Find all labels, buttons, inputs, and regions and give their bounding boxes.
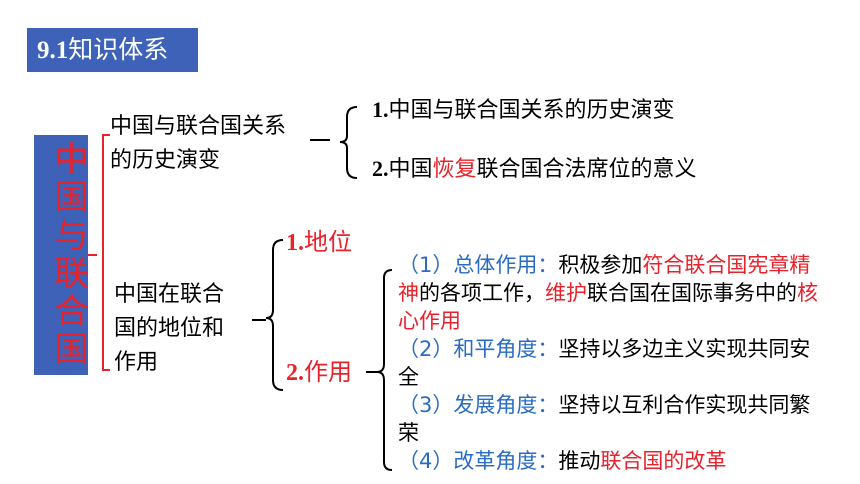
- branch2-brace: [265, 239, 284, 391]
- branch1-item-2-post: 联合国合法席位的意义: [476, 157, 697, 182]
- role-point-1-label: （1）总体作用：: [398, 253, 559, 277]
- role-point-4-t1: 推动: [558, 449, 601, 473]
- role-number: 2.: [286, 360, 304, 386]
- status-node: 1.地位: [286, 225, 352, 260]
- branch1-item-2-pre: 中国: [388, 157, 433, 182]
- role-point-1-t1: 积极参加: [558, 253, 643, 277]
- role-point-2-label: （2）和平角度：: [398, 337, 559, 361]
- branch1-label: 中国与联合国关系 的历史演变: [110, 110, 286, 178]
- role-point-1-h2: 维护: [545, 281, 587, 305]
- role-point-1: （1）总体作用：积极参加符合联合国宪章精神的各项工作，维护联合国在国际事务中的核…: [398, 251, 818, 335]
- branch2-label-line1: 中国在联合: [114, 282, 225, 307]
- role-point-1-t2: 的各项工作，: [419, 281, 545, 305]
- role-brace: [376, 269, 393, 471]
- section-title-text: 知识体系: [68, 35, 169, 64]
- branch1-brace: [339, 106, 358, 179]
- root-bracket: [102, 134, 110, 371]
- branch2-label: 中国在联合 国的地位和 作用: [114, 278, 224, 380]
- status-text: 地位: [304, 228, 352, 256]
- role-point-4-label: （4）改革角度：: [398, 449, 559, 473]
- branch1-item-2-number: 2.: [372, 156, 389, 181]
- branch1-item-2-highlight: 恢复: [432, 157, 477, 182]
- branch1-label-line2: 的历史演变: [110, 148, 221, 173]
- role-point-2: （2）和平角度：坚持以多边主义实现共同安全: [398, 335, 818, 391]
- root-label: 中国与联合国: [48, 141, 88, 369]
- branch1-label-line1: 中国与联合国关系: [110, 114, 287, 139]
- role-point-3-text: 坚持以互利合作实现共同繁荣: [398, 393, 811, 445]
- role-node: 2.作用: [286, 355, 352, 390]
- role-point-4: （4）改革角度：推动联合国的改革: [398, 447, 818, 475]
- branch2-label-line2: 国的地位和: [114, 316, 225, 341]
- role-points: （1）总体作用：积极参加符合联合国宪章精神的各项工作，维护联合国在国际事务中的核…: [398, 251, 818, 475]
- role-point-3: （3）发展角度：坚持以互利合作实现共同繁荣: [398, 391, 818, 447]
- branch2-label-line3: 作用: [114, 350, 159, 375]
- branch1-item-1-text: 中国与联合国关系的历史演变: [388, 98, 675, 123]
- role-text: 作用: [304, 358, 352, 386]
- role-point-1-t3: 联合国在国际事务中的: [587, 281, 797, 305]
- role-point-2-text: 坚持以多边主义实现共同安全: [398, 337, 811, 389]
- root-node: 中国与联合国: [34, 135, 88, 375]
- role-point-4-h1: 联合国的改革: [600, 449, 727, 473]
- section-title: 9.1知识体系: [27, 28, 198, 72]
- role-point-1-h3: 核心作用: [398, 281, 818, 333]
- section-number: 9.1: [37, 37, 69, 64]
- role-point-3-label: （3）发展角度：: [398, 393, 559, 417]
- branch1-item-1-number: 1.: [372, 97, 389, 122]
- role-point-1-h1: 符合联合国宪章精神: [398, 253, 811, 305]
- status-number: 1.: [286, 230, 304, 256]
- branch1-item-2: 2.中国恢复联合国合法席位的意义: [372, 152, 697, 187]
- branch1-item-1: 1.中国与联合国关系的历史演变: [372, 93, 675, 128]
